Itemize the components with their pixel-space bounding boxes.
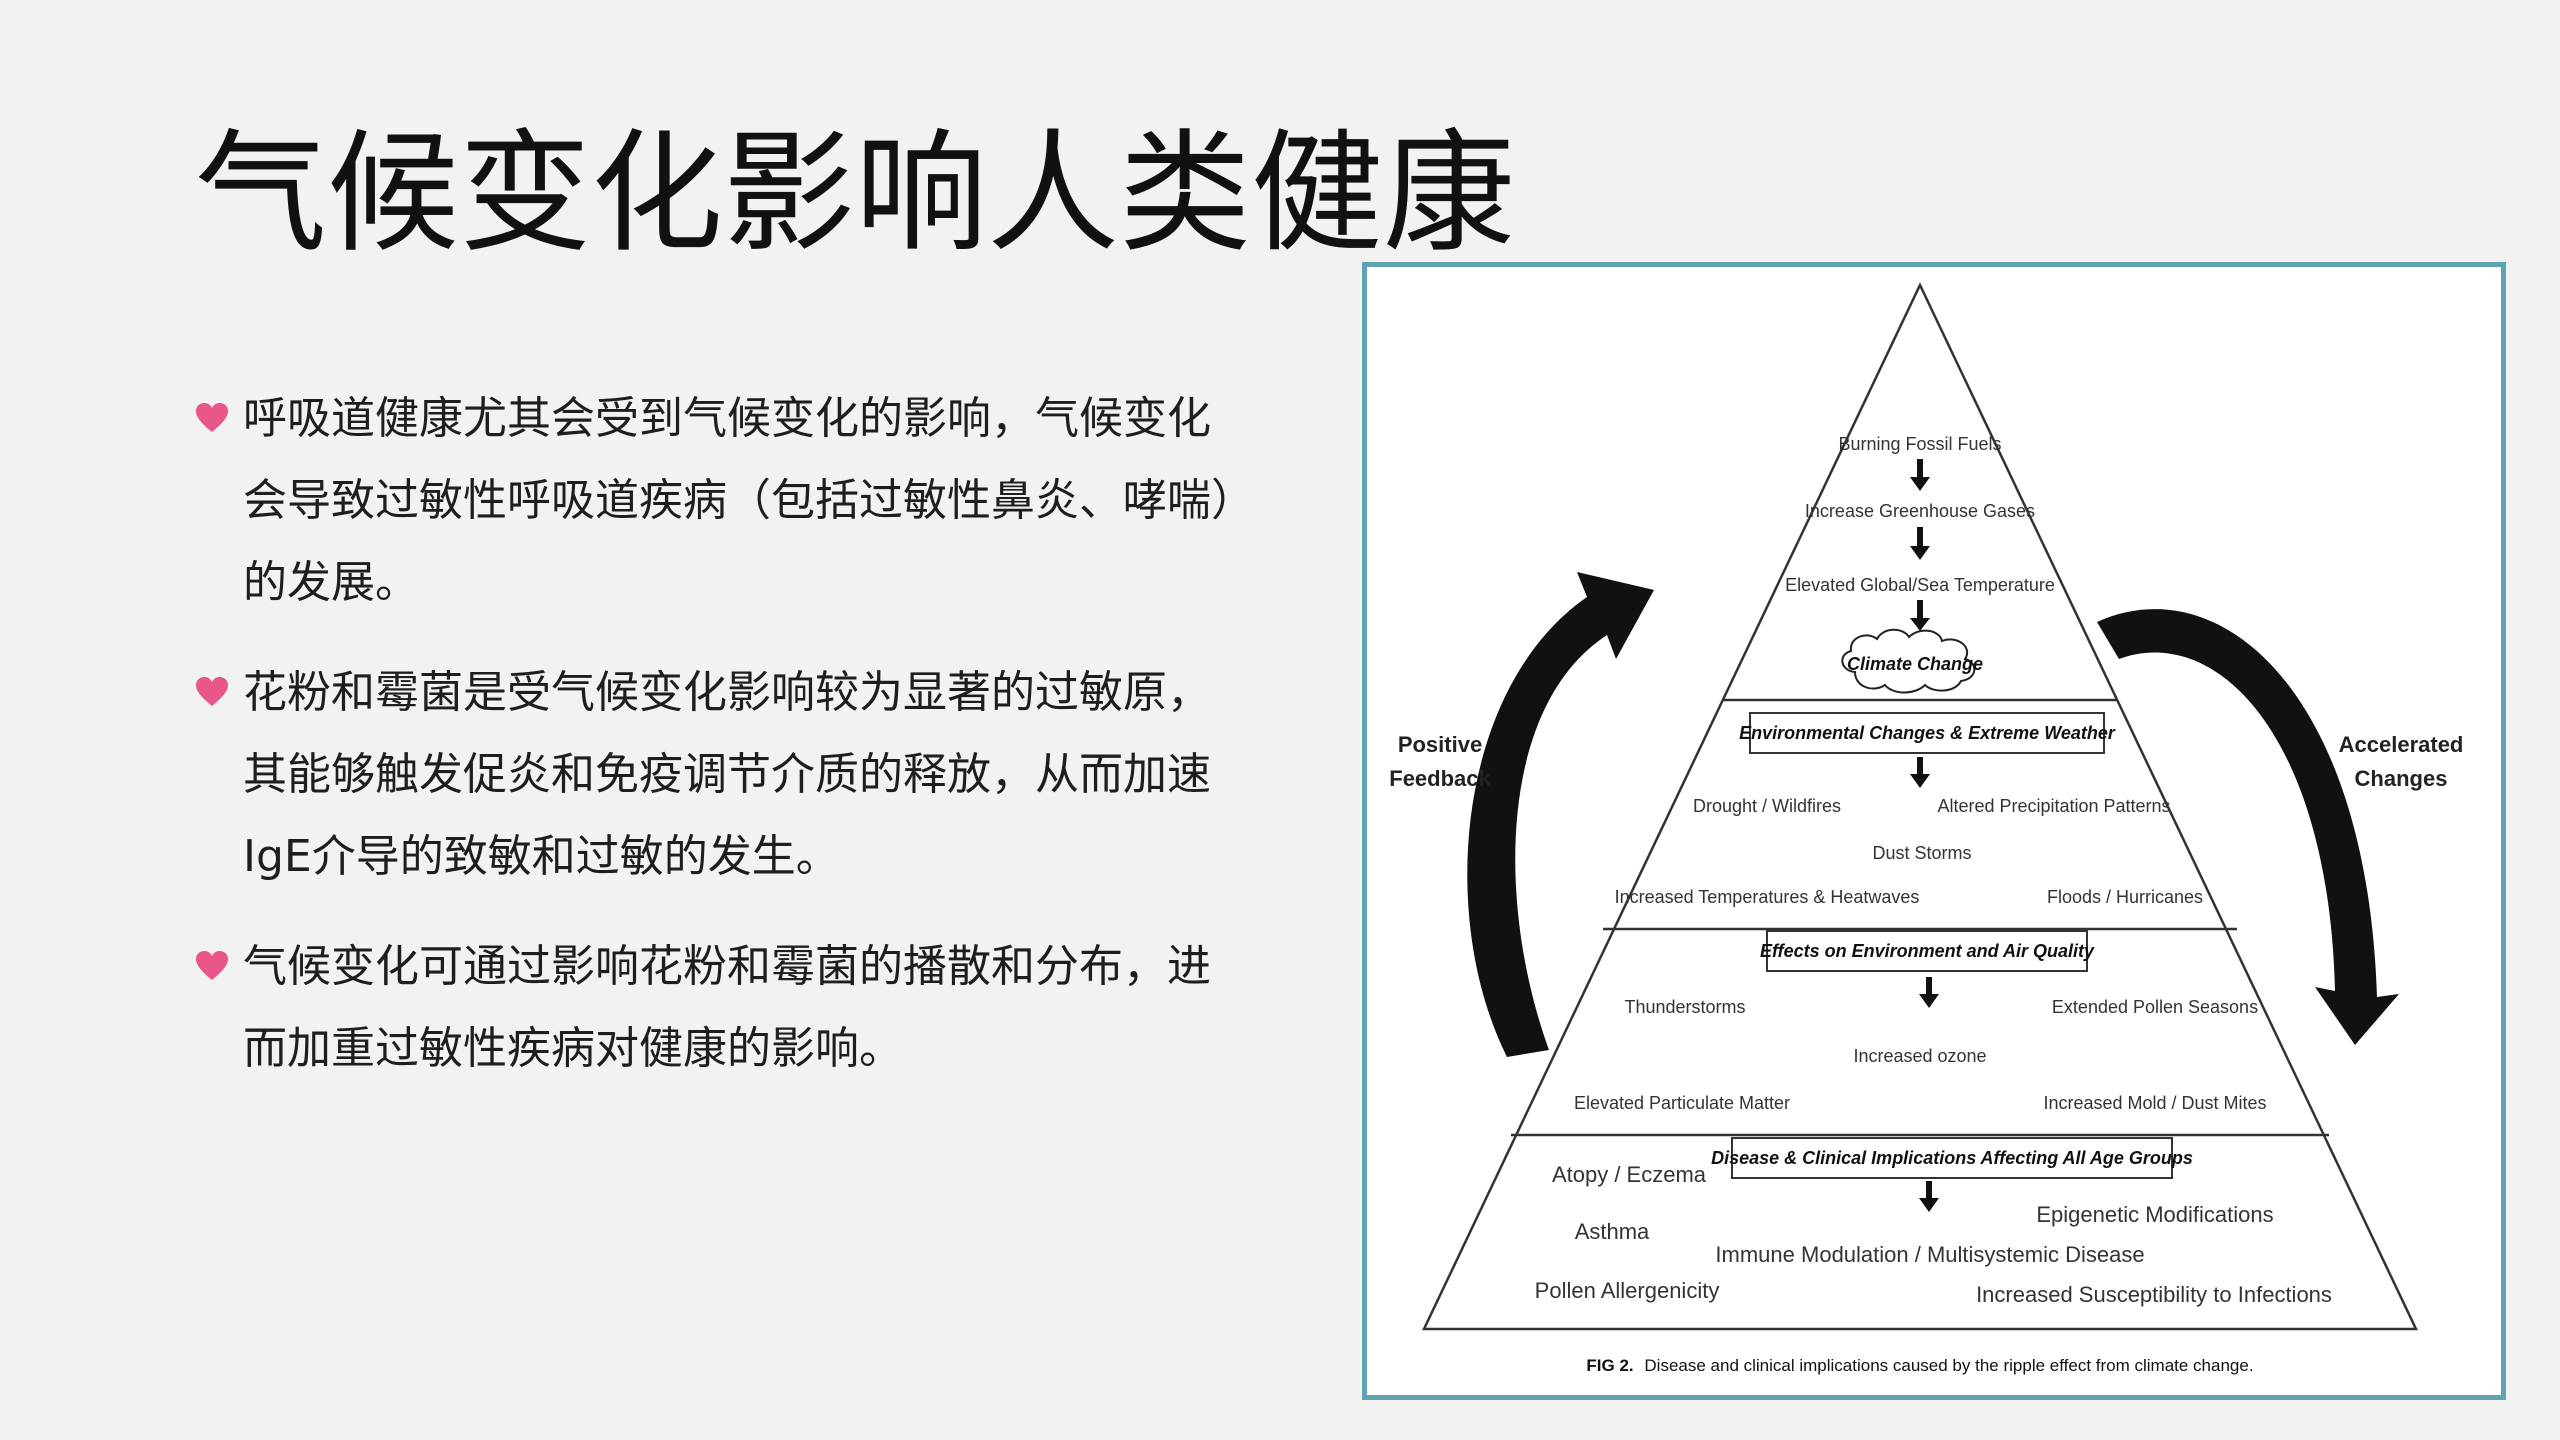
cloud-icon <box>1841 628 1976 694</box>
tier4-box <box>1731 1137 2173 1179</box>
down-arrow-icon <box>1910 459 1930 491</box>
tier4-asthma: Asthma <box>1575 1219 1650 1244</box>
down-arrow-icon <box>1910 600 1930 631</box>
heart-icon <box>196 403 228 432</box>
bullet-3-line-2: 而加重过敏性疾病对健康的影响。 <box>243 1023 903 1074</box>
tier2-floods: Floods / Hurricanes <box>2047 887 2203 907</box>
down-arrow-icon <box>1910 527 1930 560</box>
accelerated-changes-arrow-icon <box>2097 609 2399 1045</box>
figure-frame: Burning Fossil Fuels Increase Greenhouse… <box>1362 262 2506 1400</box>
tier3-ozone: Increased ozone <box>1853 1046 1986 1066</box>
accelerated-changes-label-1: Accelerated <box>2339 732 2464 757</box>
bullet-3-line-1: 气候变化可通过影响花粉和霉菌的播散和分布，进 <box>243 941 1211 992</box>
down-arrow-icon <box>1919 1181 1939 1212</box>
chain-label-2: Increase Greenhouse Gases <box>1805 501 2035 521</box>
tier2-temp: Increased Temperatures & Heatwaves <box>1615 887 1920 907</box>
heart-icon <box>196 677 228 706</box>
bullet-item-1: 呼吸道健康尤其会受到气候变化的影响，气候变化 会导致过敏性呼吸道疾病（包括过敏性… <box>195 378 1305 624</box>
tier3-box-label: Effects on Environment and Air Quality <box>1760 941 2095 961</box>
bullet-item-3: 气候变化可通过影响花粉和霉菌的播散和分布，进 而加重过敏性疾病对健康的影响。 <box>195 926 1305 1090</box>
tier3-thunder: Thunderstorms <box>1624 997 1745 1017</box>
bullet-2-line-1: 花粉和霉菌是受气候变化影响较为显著的过敏原， <box>243 667 1211 718</box>
tier3-pm: Elevated Particulate Matter <box>1574 1093 1790 1113</box>
tier4-atopy: Atopy / Eczema <box>1552 1162 1707 1187</box>
slide-title: 气候变化影响人类健康 <box>195 117 1515 271</box>
tier2-box <box>1749 712 2105 754</box>
positive-feedback-label-2: Feedback <box>1389 766 1491 791</box>
down-arrow-icon <box>1919 977 1939 1008</box>
tier4-allerg: Pollen Allergenicity <box>1535 1278 1720 1303</box>
tier4-infect: Increased Susceptibility to Infections <box>1976 1282 2332 1307</box>
bullet-item-2: 花粉和霉菌是受气候变化影响较为显著的过敏原， 其能够触发促炎和免疫调节介质的释放… <box>195 652 1305 898</box>
caption-text: Disease and clinical implications caused… <box>1644 1356 2253 1375</box>
chain-label-1: Burning Fossil Fuels <box>1838 434 2001 454</box>
tier4-box-label: Disease & Clinical Implications Affectin… <box>1711 1148 2193 1168</box>
climate-pyramid-diagram: Burning Fossil Fuels Increase Greenhouse… <box>1389 282 2464 1375</box>
down-arrow-icon <box>1910 757 1930 788</box>
bullet-1-line-1: 呼吸道健康尤其会受到气候变化的影响，气候变化 <box>243 393 1211 444</box>
figure-caption: FIG 2. Disease and clinical implications… <box>1586 1356 2253 1375</box>
bullet-1-line-3: 的发展。 <box>243 557 419 608</box>
tier2-box-label: Environmental Changes & Extreme Weather <box>1739 723 2116 743</box>
bullet-list: 呼吸道健康尤其会受到气候变化的影响，气候变化 会导致过敏性呼吸道疾病（包括过敏性… <box>195 378 1305 1118</box>
tier4-immune: Immune Modulation / Multisystemic Diseas… <box>1715 1242 2144 1267</box>
tier3-pollen: Extended Pollen Seasons <box>2052 997 2258 1017</box>
tier2-dust: Dust Storms <box>1872 843 1971 863</box>
positive-feedback-label-1: Positive <box>1398 732 1482 757</box>
tier3-mold: Increased Mold / Dust Mites <box>2043 1093 2266 1113</box>
heart-icon <box>196 951 228 980</box>
tier4-epigen: Epigenetic Modifications <box>2036 1202 2273 1227</box>
tier3-box <box>1766 930 2088 972</box>
pyramid-outline <box>1422 282 2418 1331</box>
bullet-2-line-2: 其能够触发促炎和免疫调节介质的释放，从而加速 <box>243 749 1211 800</box>
positive-feedback-arrow-icon <box>1467 572 1654 1057</box>
caption-label: FIG 2. <box>1586 1356 1633 1375</box>
bullet-1-line-2: 会导致过敏性呼吸道疾病（包括过敏性鼻炎、哮喘） <box>243 475 1255 526</box>
accelerated-changes-label-2: Changes <box>2355 766 2448 791</box>
tier2-precip: Altered Precipitation Patterns <box>1937 796 2170 816</box>
tier2-drought: Drought / Wildfires <box>1693 796 1841 816</box>
bullet-2-line-3: IgE介导的致敏和过敏的发生。 <box>243 831 840 882</box>
chain-label-3: Elevated Global/Sea Temperature <box>1785 575 2055 595</box>
cloud-label: Climate Change <box>1847 654 1983 674</box>
